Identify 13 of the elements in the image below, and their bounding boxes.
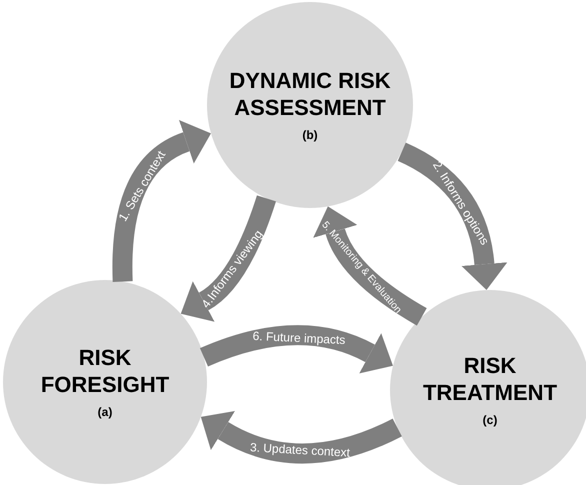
curved-arrow bbox=[200, 410, 402, 464]
curved-arrow bbox=[314, 206, 427, 326]
curved-arrow bbox=[182, 195, 276, 322]
curved-arrow bbox=[112, 120, 210, 282]
edge-label: 6. Future impacts bbox=[252, 330, 346, 346]
node-title: DYNAMIC RISK ASSESSMENT bbox=[228, 66, 392, 122]
node-letter: (a) bbox=[98, 404, 112, 420]
edge-label: 3. Updates context bbox=[249, 441, 350, 459]
node-letter: (b) bbox=[302, 126, 318, 144]
node-letter: (c) bbox=[482, 412, 498, 428]
node-title: RISK FORESIGHT bbox=[40, 344, 170, 398]
curved-arrow bbox=[200, 325, 394, 374]
node-title: RISK TREATMENT bbox=[422, 352, 558, 406]
